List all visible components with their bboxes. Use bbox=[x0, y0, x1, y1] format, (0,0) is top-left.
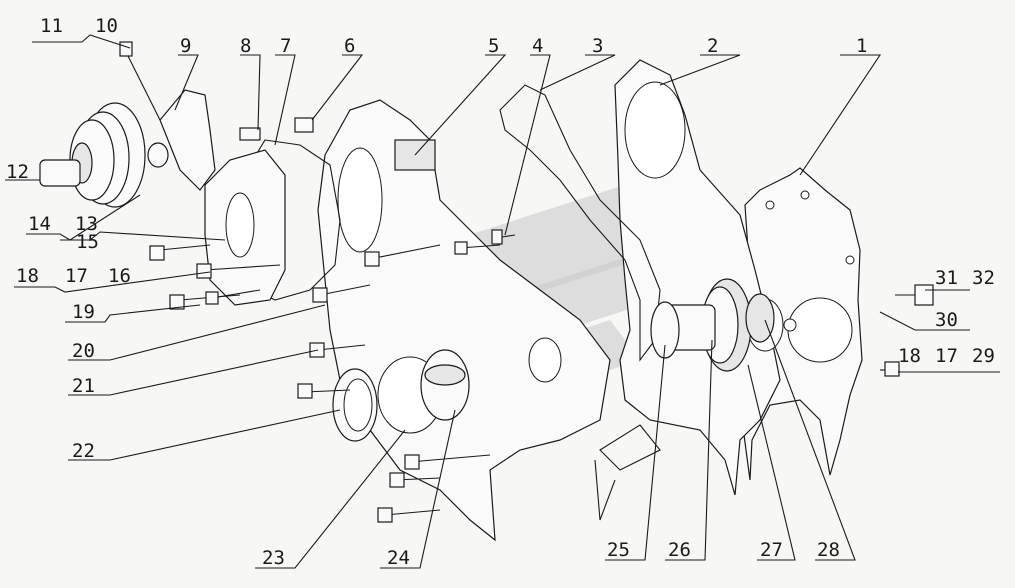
callout-labels: 1 2 3 4 5 6 7 8 9 10 11 12 13 14 15 16 1… bbox=[6, 15, 995, 569]
callout-18: 18 bbox=[16, 265, 39, 287]
mounting-bracket bbox=[159, 89, 216, 191]
callout-7: 7 bbox=[280, 35, 291, 57]
callout-12: 12 bbox=[6, 161, 29, 183]
callout-22: 22 bbox=[72, 440, 95, 462]
callout-19: 19 bbox=[72, 301, 95, 323]
callout-31: 31 bbox=[935, 267, 958, 289]
callout-30: 30 bbox=[935, 309, 958, 331]
gear-assembly bbox=[650, 278, 775, 372]
callout-2: 2 bbox=[707, 35, 718, 57]
callout-11: 11 bbox=[40, 15, 63, 37]
callout-14: 14 bbox=[28, 213, 51, 235]
callout-17b: 17 bbox=[935, 345, 958, 367]
callout-15: 15 bbox=[76, 231, 99, 253]
callout-4: 4 bbox=[532, 35, 543, 57]
callout-5: 5 bbox=[488, 35, 499, 57]
callout-1: 1 bbox=[856, 35, 867, 57]
callout-23: 23 bbox=[262, 547, 285, 569]
callout-18b: 18 bbox=[898, 345, 921, 367]
callout-8: 8 bbox=[240, 35, 251, 57]
thin-gasket bbox=[499, 84, 661, 362]
pulley bbox=[39, 102, 169, 208]
callout-27: 27 bbox=[760, 539, 783, 561]
callout-26: 26 bbox=[668, 539, 691, 561]
callout-9: 9 bbox=[180, 35, 191, 57]
callout-17: 17 bbox=[65, 265, 88, 287]
callout-32: 32 bbox=[972, 267, 995, 289]
callout-13: 13 bbox=[75, 213, 98, 235]
callout-29: 29 bbox=[972, 345, 995, 367]
oil-seal bbox=[332, 368, 378, 442]
callout-24: 24 bbox=[387, 547, 410, 569]
callout-28: 28 bbox=[817, 539, 840, 561]
callout-21: 21 bbox=[72, 375, 95, 397]
leader-lines bbox=[5, 34, 1000, 569]
callout-16: 16 bbox=[108, 265, 131, 287]
callout-10: 10 bbox=[95, 15, 118, 37]
callout-6: 6 bbox=[344, 35, 355, 57]
callout-3: 3 bbox=[592, 35, 603, 57]
callout-25: 25 bbox=[607, 539, 630, 561]
callout-20: 20 bbox=[72, 340, 95, 362]
